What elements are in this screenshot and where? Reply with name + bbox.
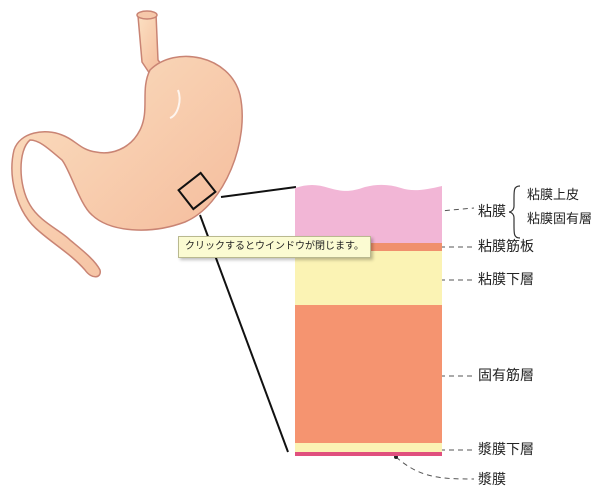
label-muscularis-propria: 固有筋層: [478, 368, 534, 384]
serosa-layer: [295, 452, 442, 456]
label-serosa: 漿膜: [478, 472, 506, 488]
subserosa-layer: [295, 443, 442, 452]
muscularis-propria-layer: [295, 305, 442, 443]
label-submucosa: 粘膜下層: [478, 272, 534, 288]
close-window-tooltip: クリックするとウインドウが閉じます。: [178, 236, 371, 258]
label-subserosa: 漿膜下層: [478, 442, 534, 458]
mucosa-wavy-top: [295, 184, 442, 194]
label-muscularis-mucosae: 粘膜筋板: [478, 239, 534, 255]
label-lamina-propria: 粘膜固有層: [527, 212, 593, 227]
mucosa-layer: [295, 192, 442, 243]
label-mucosa-epithelium: 粘膜上皮: [527, 188, 580, 203]
magnify-box: [177, 171, 217, 211]
submucosa-layer: [295, 251, 442, 305]
label-mucosa: 粘膜: [478, 204, 506, 220]
